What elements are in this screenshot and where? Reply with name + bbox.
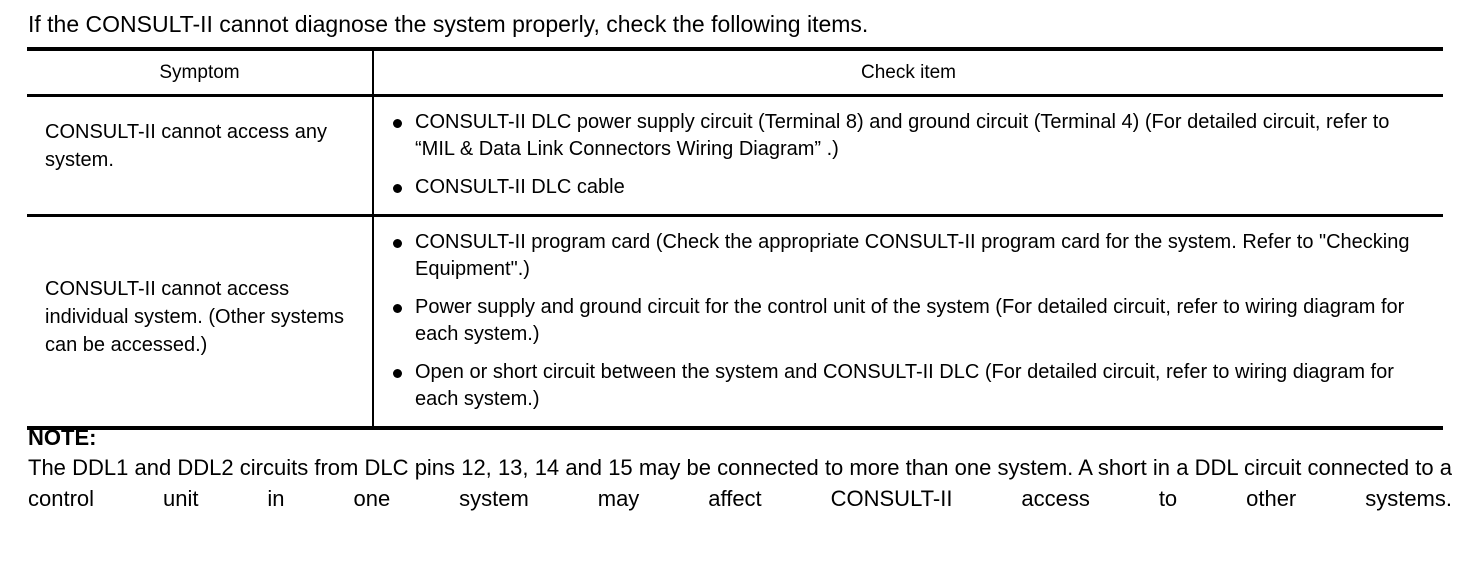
bullet-icon (393, 184, 402, 193)
note-block: NOTE: The DDL1 and DDL2 circuits from DL… (28, 424, 1452, 545)
column-header-check-item: Check item (372, 47, 1443, 97)
table-row: CONSULT-II cannot access individual syst… (27, 215, 1443, 430)
note-label: NOTE: (28, 425, 97, 450)
troubleshooting-table: Symptom Check item CONSULT-II cannot acc… (27, 47, 1443, 430)
list-item: CONSULT-II program card (Check the appro… (374, 229, 1435, 283)
note-body: The DDL1 and DDL2 circuits from DLC pins… (28, 455, 1452, 511)
bullet-icon (393, 239, 402, 248)
list-item-text: CONSULT-II program card (Check the appro… (415, 231, 1410, 280)
list-item: CONSULT-II DLC cable (374, 174, 1435, 201)
table-header-row: Symptom Check item (27, 47, 1443, 97)
list-item-text: CONSULT-II DLC cable (415, 176, 625, 198)
check-item-cell: CONSULT-II DLC power supply circuit (Ter… (372, 95, 1443, 217)
list-item: CONSULT-II DLC power supply circuit (Ter… (374, 109, 1435, 163)
intro-paragraph: If the CONSULT-II cannot diagnose the sy… (28, 11, 869, 37)
symptom-cell: CONSULT-II cannot access any system. (27, 95, 373, 217)
column-header-symptom: Symptom (27, 47, 373, 97)
bullet-icon (393, 369, 402, 378)
list-item-text: Power supply and ground circuit for the … (415, 296, 1405, 345)
symptom-text: CONSULT-II cannot access any system. (45, 121, 327, 171)
bullet-icon (393, 304, 402, 313)
check-item-list: CONSULT-II DLC power supply circuit (Ter… (374, 97, 1443, 214)
bullet-icon (393, 119, 402, 128)
check-item-cell: CONSULT-II program card (Check the appro… (372, 215, 1443, 430)
list-item: Open or short circuit between the system… (374, 359, 1435, 413)
symptom-text: CONSULT-II cannot access individual syst… (45, 278, 344, 356)
list-item-text: CONSULT-II DLC power supply circuit (Ter… (415, 111, 1390, 160)
table-row: CONSULT-II cannot access any system. CON… (27, 95, 1443, 217)
list-item: Power supply and ground circuit for the … (374, 294, 1435, 348)
list-item-text: Open or short circuit between the system… (415, 361, 1394, 410)
symptom-cell: CONSULT-II cannot access individual syst… (27, 215, 373, 430)
check-item-list: CONSULT-II program card (Check the appro… (374, 217, 1443, 426)
